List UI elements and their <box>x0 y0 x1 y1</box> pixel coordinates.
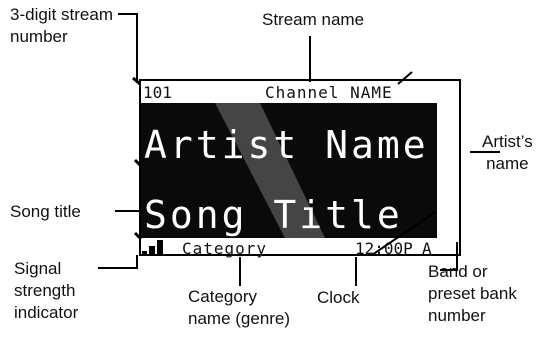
clock-label: Clock <box>317 288 360 307</box>
category-label-line: Category <box>188 287 257 306</box>
stream-name-label: Stream name <box>262 10 365 29</box>
artist-name-label-line: Artist’s <box>482 132 533 151</box>
stream-number-value: 101 <box>143 83 172 102</box>
signal-strength-label-line: indicator <box>14 303 79 323</box>
band-label-line: preset bank <box>428 284 517 304</box>
leader-lines <box>98 13 500 286</box>
artist-name-value: Artist Name <box>144 123 429 167</box>
signal-strength-label-line: Signal <box>14 259 62 278</box>
category-value: Category <box>182 239 267 258</box>
signal-strength-label: Signal strength indicator <box>14 258 78 324</box>
clock-value: 12:00P <box>355 239 413 258</box>
display-glare <box>215 103 325 238</box>
stream-number-label-line: 3-digit stream <box>10 5 113 24</box>
song-title-value: Song Title <box>144 193 403 237</box>
band-label-line: Band or <box>428 262 488 281</box>
stream-number-label: 3-digit stream number <box>10 4 113 48</box>
artist-name-label-line: name <box>486 154 529 174</box>
channel-name-value: Channel NAME <box>265 83 393 102</box>
edge-ticks <box>132 76 143 241</box>
band-value: A <box>422 239 432 258</box>
band-label: Band or preset bank number <box>428 261 517 327</box>
stream-number-label-line: number <box>10 27 68 47</box>
signal-strength-label-line: strength <box>14 281 76 301</box>
band-label-line: number <box>428 306 486 326</box>
signal-strength-bars <box>142 240 163 256</box>
song-title-label: Song title <box>10 202 81 221</box>
category-label-line: name (genre) <box>188 309 291 329</box>
artist-name-label: Artist’s name <box>482 131 533 175</box>
category-label: Category name (genre) <box>188 286 290 330</box>
